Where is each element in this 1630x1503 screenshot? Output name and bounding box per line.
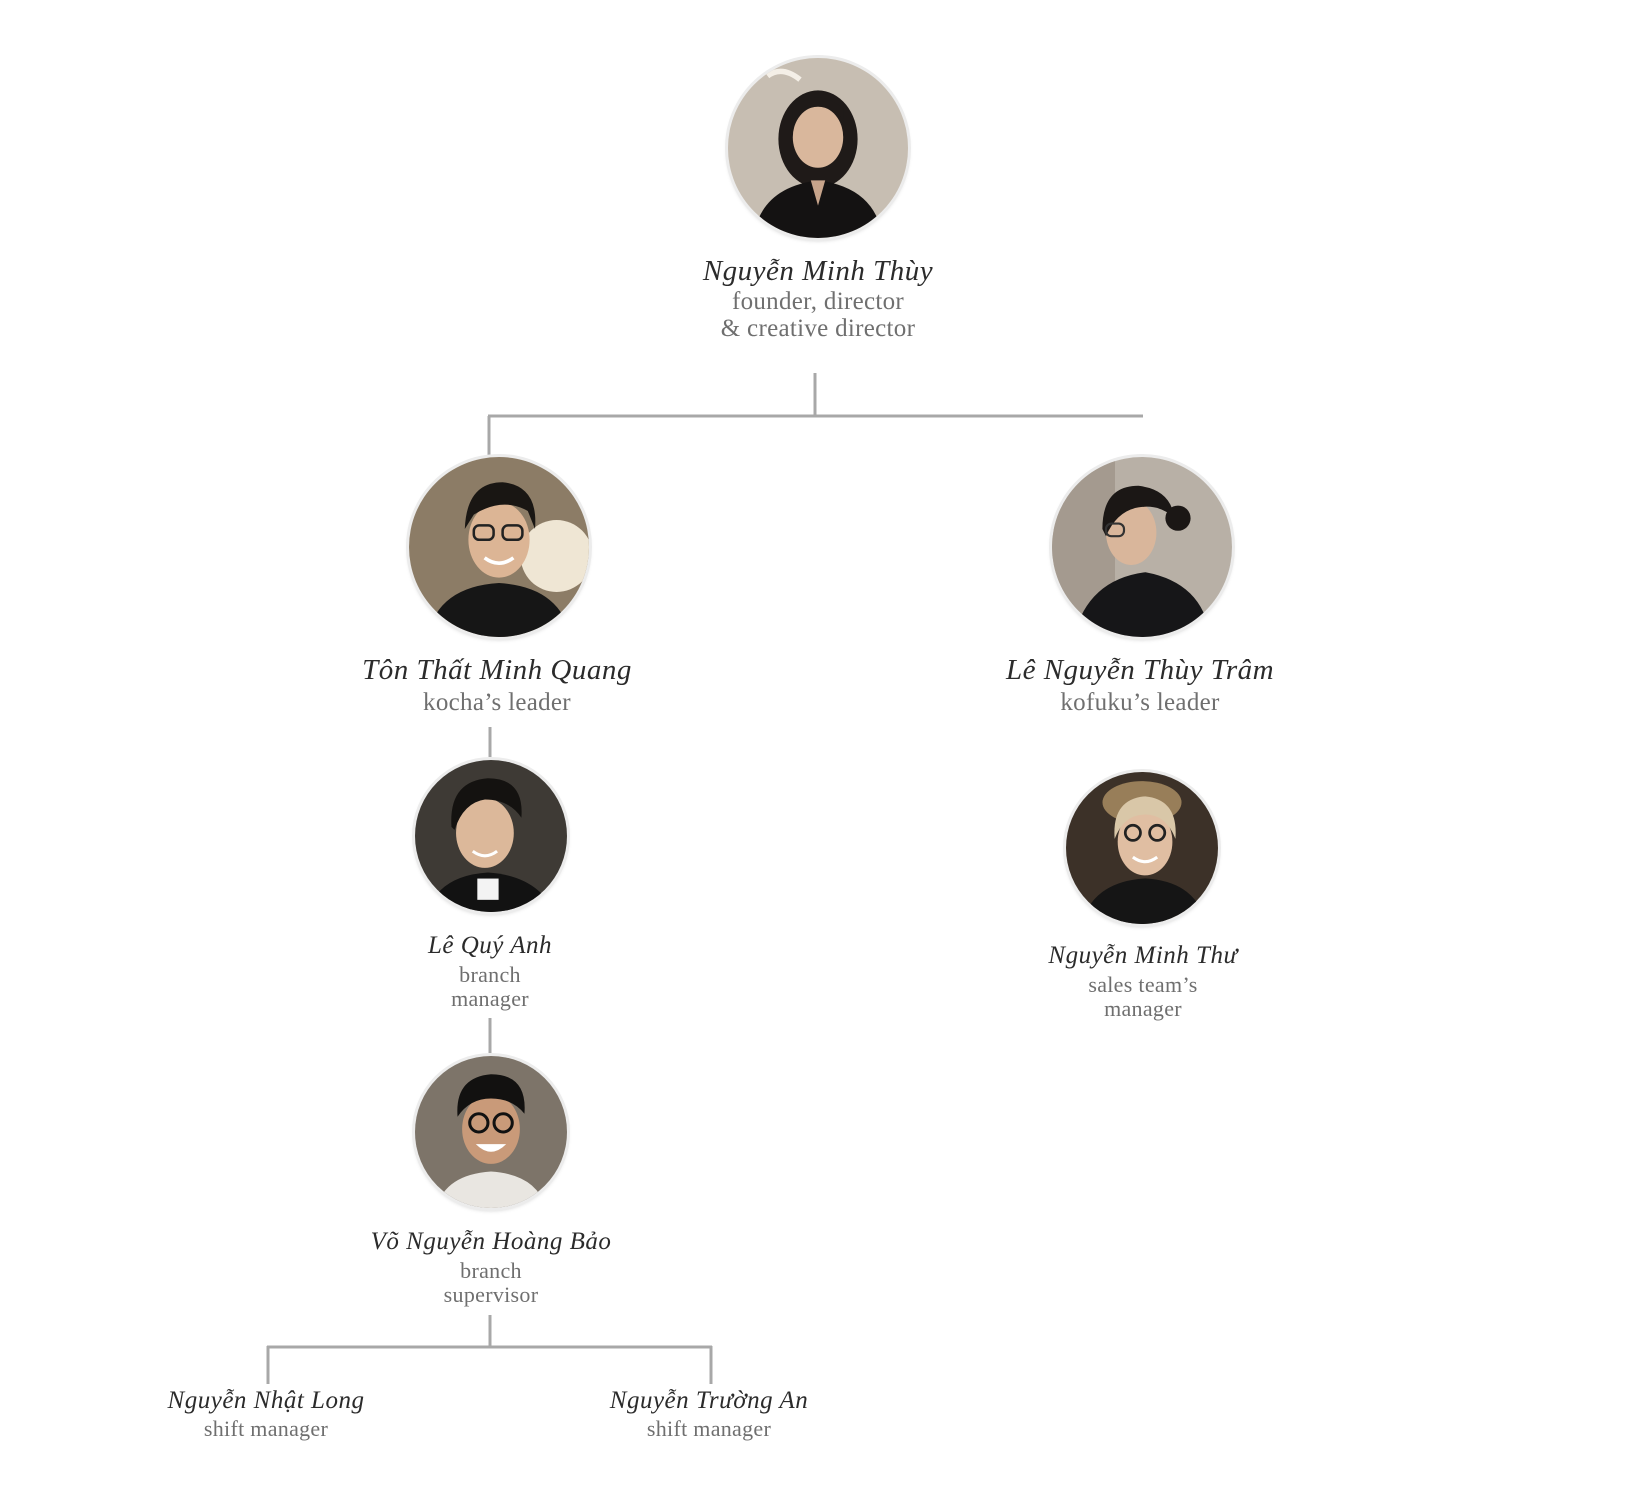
shift-manager-2-name: Nguyễn Trường An <box>609 1387 809 1414</box>
founder-role-line1: founder, director <box>731 288 905 315</box>
founder-role-line2: & creative director <box>720 315 916 342</box>
portrait-photo <box>1066 772 1218 924</box>
branch-supervisor-name: Võ Nguyễn Hoàng Bảo <box>370 1228 612 1255</box>
portrait-photo <box>1052 457 1232 637</box>
avatar-sales-manager <box>1066 772 1218 924</box>
node-branch-manager: Lê Quý Anh branch manager <box>428 932 552 1011</box>
founder-name: Nguyễn Minh Thùy <box>702 255 934 287</box>
branch-manager-role-line1: branch <box>459 962 521 987</box>
node-kofuku-leader: Lê Nguyễn Thùy Trâm kofuku’s leader <box>1006 654 1274 716</box>
sales-manager-role-line1: sales team’s <box>1088 972 1198 997</box>
shift-manager-2-role: shift manager <box>646 1416 772 1441</box>
avatar-branch-supervisor <box>415 1056 567 1208</box>
sales-manager-name: Nguyễn Minh Thư <box>1048 942 1238 969</box>
kocha-leader-name: Tôn Thất Minh Quang <box>362 654 632 686</box>
sales-manager-role-line2: manager <box>1104 996 1182 1021</box>
node-shift-manager-1: Nguyễn Nhật Long shift manager <box>168 1387 365 1441</box>
kocha-leader-role: kocha’s leader <box>423 689 571 716</box>
branch-supervisor-role-line2: supervisor <box>443 1282 539 1307</box>
branch-manager-role-line2: manager <box>451 986 529 1011</box>
portrait-photo <box>415 760 567 912</box>
node-shift-manager-2: Nguyễn Trường An shift manager <box>610 1387 808 1441</box>
portrait-photo <box>728 58 908 238</box>
node-founder: Nguyễn Minh Thùy founder, director & cre… <box>703 255 933 342</box>
node-branch-supervisor: Võ Nguyễn Hoàng Bảo branch supervisor <box>371 1228 612 1307</box>
branch-manager-name: Lê Quý Anh <box>428 932 552 959</box>
portrait-photo <box>409 457 589 637</box>
node-kocha-leader: Tôn Thất Minh Quang kocha’s leader <box>362 654 632 716</box>
avatar-kofuku-leader <box>1052 457 1232 637</box>
shift-manager-1-name: Nguyễn Nhật Long <box>167 1387 365 1414</box>
avatar-branch-manager <box>415 760 567 912</box>
node-sales-manager: Nguyễn Minh Thư sales team’s manager <box>1048 942 1237 1021</box>
kofuku-leader-name: Lê Nguyễn Thùy Trâm <box>1005 654 1275 686</box>
avatar-founder <box>728 58 908 238</box>
branch-supervisor-role-line1: branch <box>460 1258 522 1283</box>
portrait-photo <box>415 1056 567 1208</box>
kofuku-leader-role: kofuku’s leader <box>1060 689 1220 716</box>
avatar-kocha-leader <box>409 457 589 637</box>
shift-manager-1-role: shift manager <box>203 1416 329 1441</box>
